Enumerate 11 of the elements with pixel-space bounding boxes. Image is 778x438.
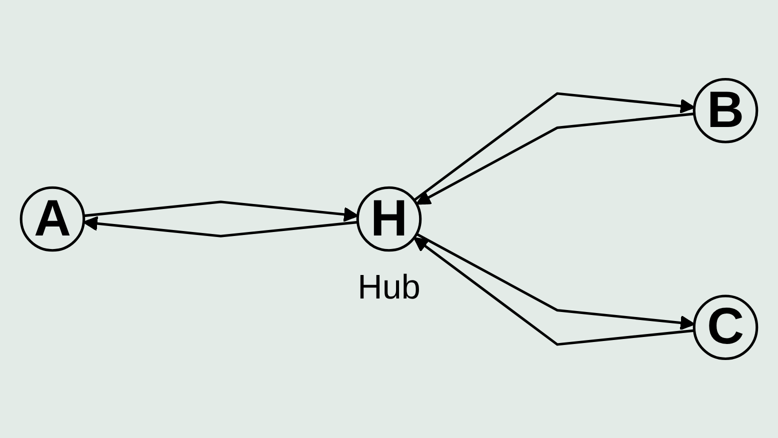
arrow [413,237,694,346]
node-circle: A [20,186,86,252]
arrow [416,232,695,330]
arrow [84,200,358,222]
arrow [83,216,358,238]
arrow [413,92,695,202]
node-caption: Hub [358,268,420,307]
node-circle: C [692,294,758,360]
node-circle: H [356,186,422,252]
arrow [416,112,694,205]
node-circle: B [692,78,758,144]
